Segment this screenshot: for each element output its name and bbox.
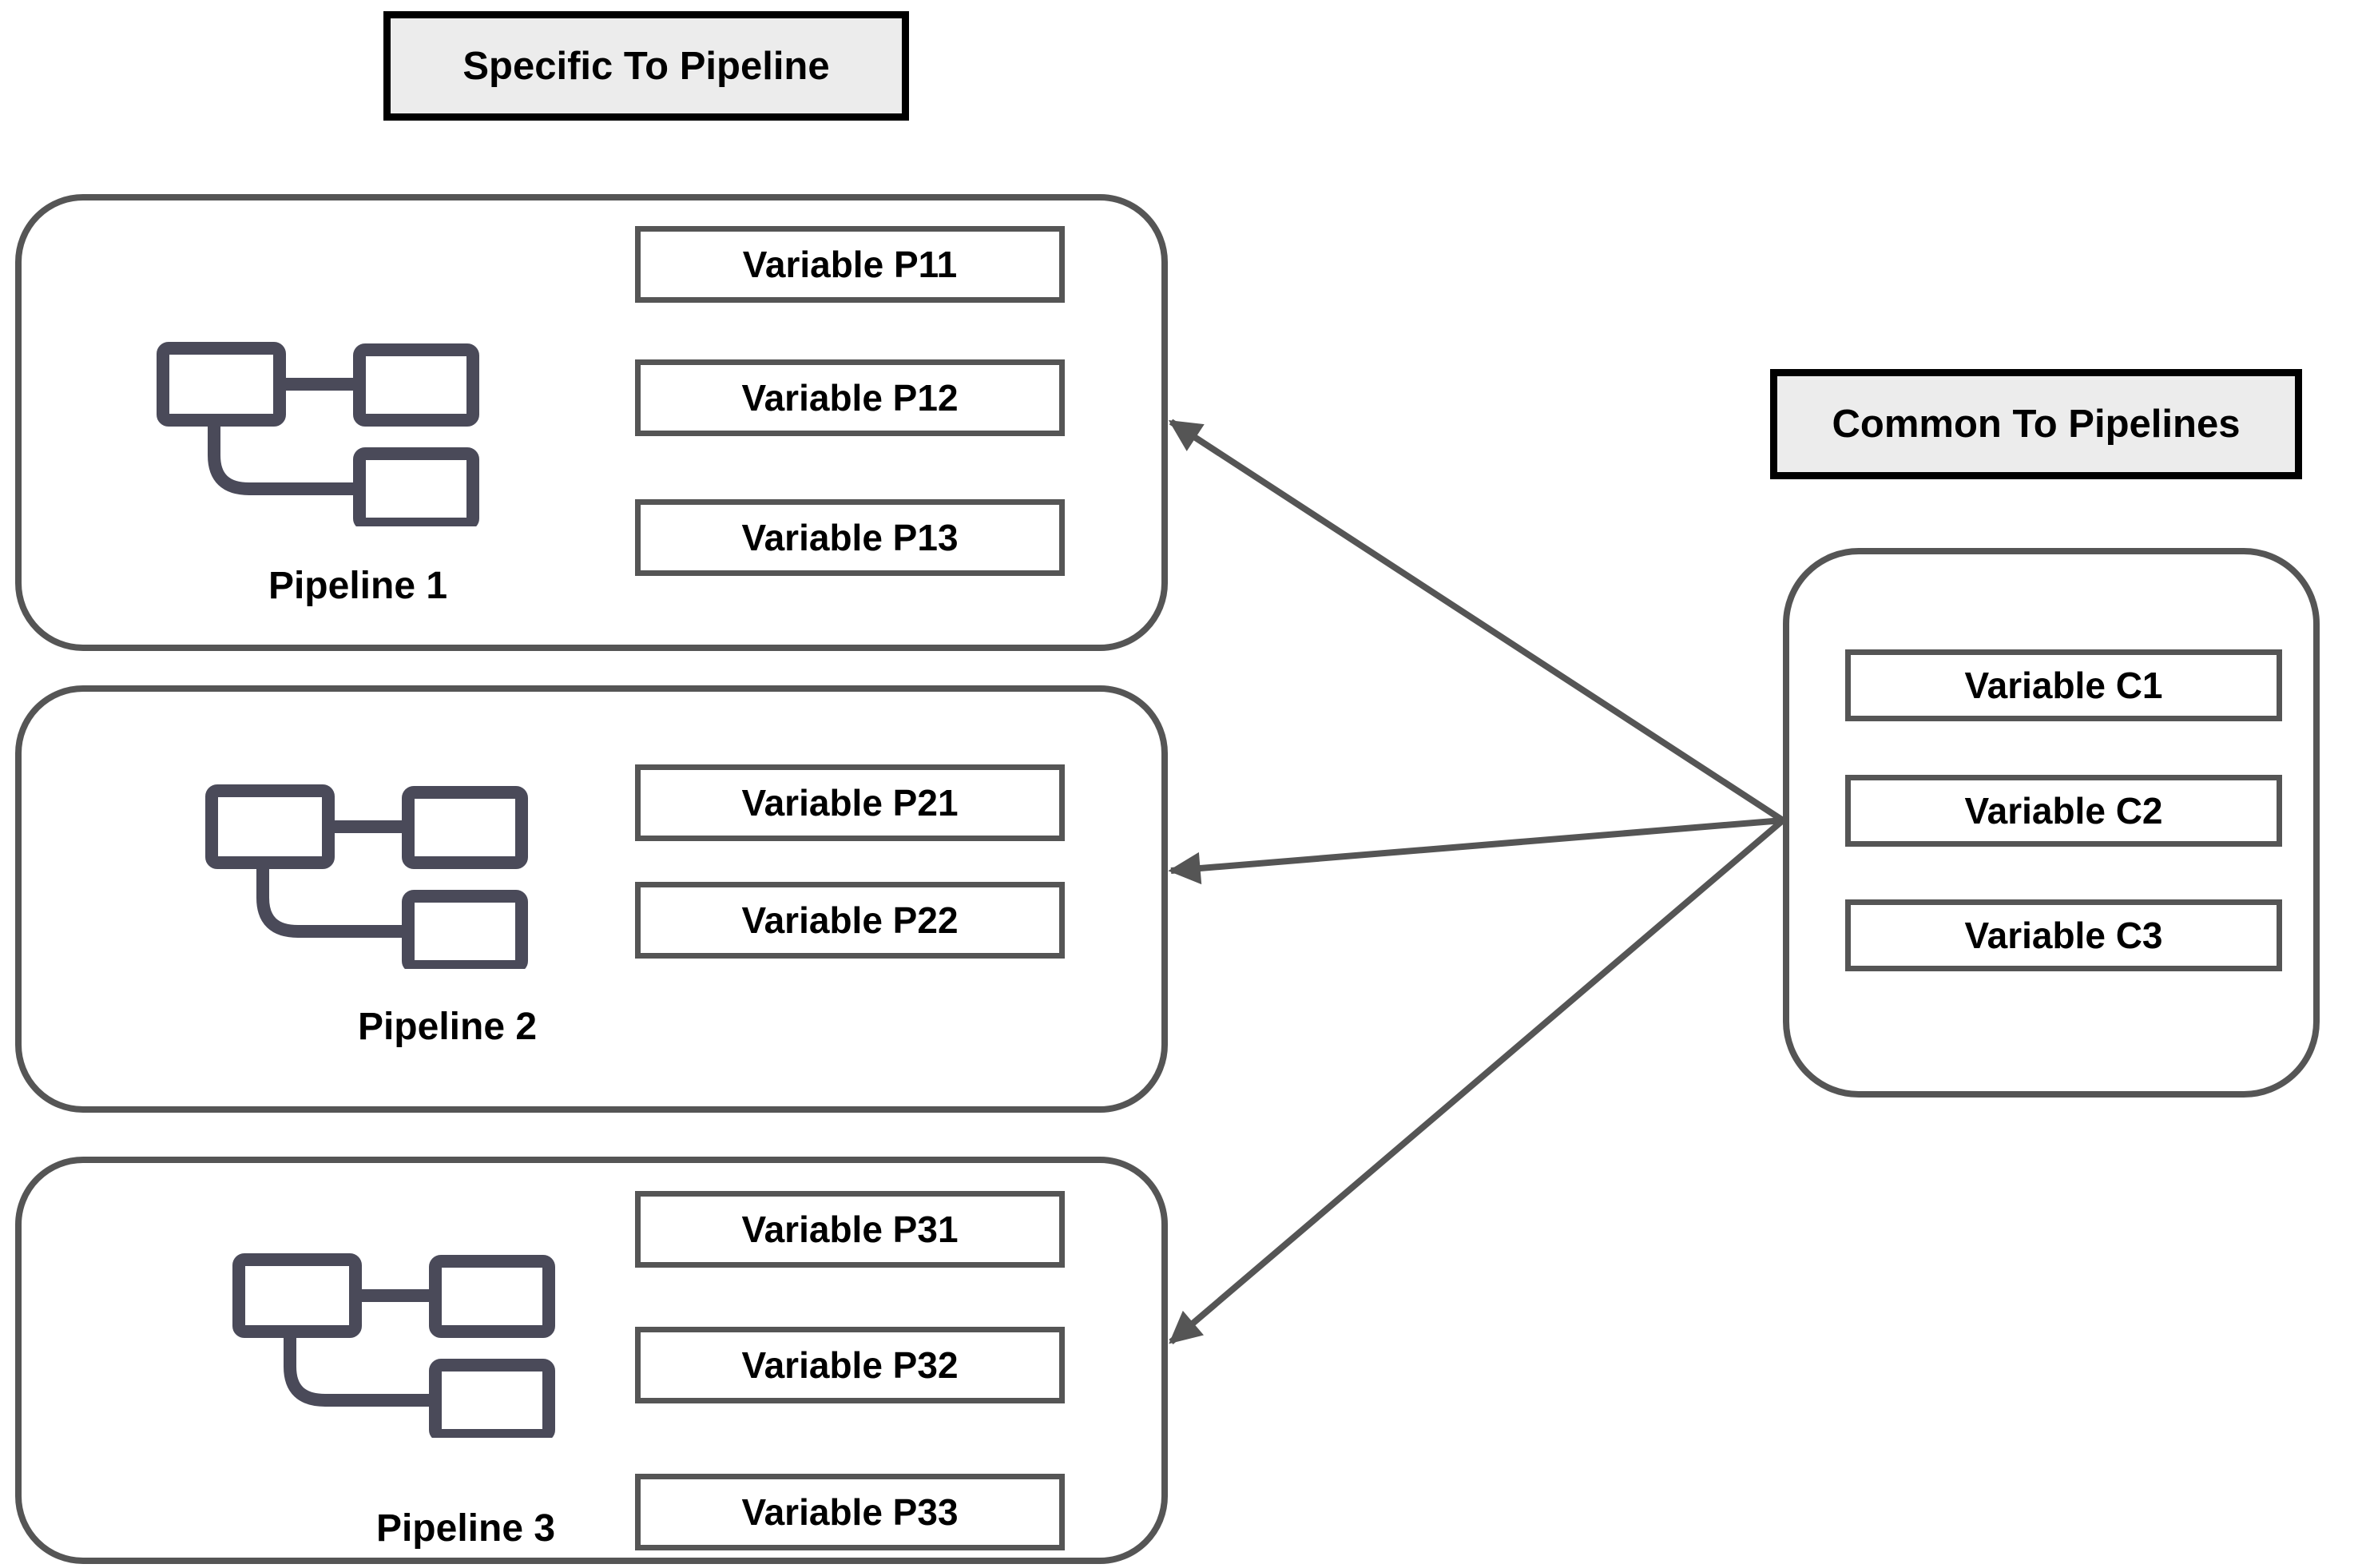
pipeline-3-label: Pipeline 3 [375, 1507, 556, 1550]
pipeline-flow-icon [205, 784, 528, 969]
arrow-common-to-pipeline-2 [1168, 817, 1784, 885]
variable-box-p13: Variable P13 [635, 499, 1065, 576]
variable-box-p21: Variable P21 [635, 764, 1065, 841]
pipeline-flow-icon [157, 342, 479, 526]
common-to-pipelines-header: Common To Pipelines [1770, 369, 2302, 479]
arrow-common-to-pipeline-1 [1168, 419, 1785, 824]
variable-box-c2: Variable C2 [1845, 775, 2282, 847]
pipeline-1-box: Pipeline 1 Variable P11 Variable P12 Var… [15, 194, 1168, 651]
pipeline-1-label: Pipeline 1 [268, 565, 448, 607]
pipeline-3-box: Pipeline 3 Variable P31 Variable P32 Var… [15, 1157, 1168, 1564]
variable-box-c1: Variable C1 [1845, 649, 2282, 721]
variable-box-p11: Variable P11 [635, 226, 1065, 303]
variable-box-p12: Variable P12 [635, 359, 1065, 436]
arrow-common-to-pipeline-3 [1169, 817, 1785, 1345]
variable-box-p31: Variable P31 [635, 1191, 1065, 1268]
variable-box-p33: Variable P33 [635, 1474, 1065, 1550]
variable-box-c3: Variable C3 [1845, 899, 2282, 971]
pipeline-flow-icon [232, 1253, 555, 1438]
common-variables-box: Variable C1 Variable C2 Variable C3 [1783, 548, 2320, 1098]
pipeline-2-box: Pipeline 2 Variable P21 Variable P22 [15, 685, 1168, 1113]
pipeline-2-label: Pipeline 2 [357, 1006, 538, 1048]
variable-box-p32: Variable P32 [635, 1327, 1065, 1403]
variable-box-p22: Variable P22 [635, 882, 1065, 959]
specific-to-pipeline-header: Specific To Pipeline [383, 11, 909, 121]
